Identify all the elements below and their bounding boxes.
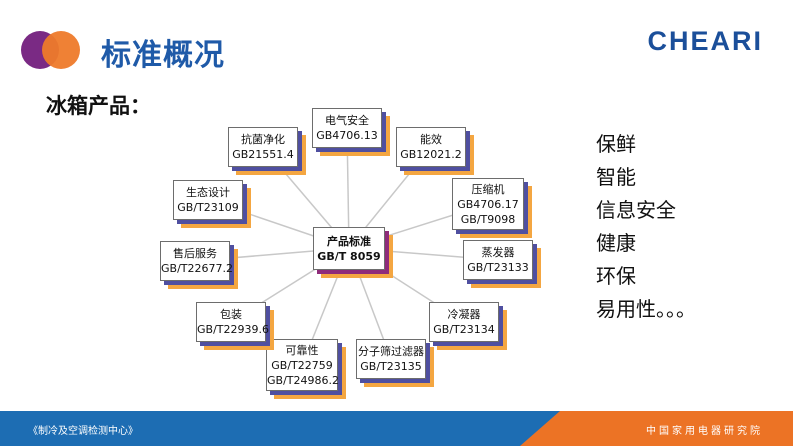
- standard-node-code: GB/T23133: [467, 261, 529, 274]
- center-node: 产品标准 GB/T 8059: [313, 227, 385, 270]
- logo-circle-orange: [42, 31, 80, 69]
- standard-node: 电气安全 GB4706.13: [312, 108, 382, 148]
- standard-node-code: GB/T23135: [360, 360, 422, 373]
- standard-node: 冷凝器 GB/T23134: [429, 302, 499, 342]
- standard-node-label: 包装: [220, 308, 242, 321]
- standard-node-label: 蒸发器: [481, 246, 515, 259]
- standard-node-label: 分子筛过滤器: [358, 345, 424, 358]
- standard-node: 能效 GB12021.2: [396, 127, 466, 167]
- standard-node-code: GB/T9098: [460, 212, 516, 226]
- standard-node-label: 生态设计: [186, 186, 230, 199]
- footer-left-band: [0, 411, 560, 446]
- property-item: 保鲜: [596, 132, 636, 156]
- footer-left-text: 《制冷及空调检测中心》: [28, 426, 138, 437]
- standard-node-code: GB21551.4: [232, 148, 294, 161]
- standard-node-label: 可靠性: [285, 343, 319, 357]
- standard-node: 抗菌净化 GB21551.4: [228, 127, 298, 167]
- page-title: 标准概况: [101, 38, 225, 73]
- section-subtitle: 冰箱产品：: [46, 94, 151, 118]
- standard-node-label: 电气安全: [325, 114, 369, 127]
- center-node-label: 产品标准: [327, 234, 371, 248]
- standard-node-code: GB4706.13: [316, 129, 378, 142]
- property-item: 环保: [596, 264, 636, 288]
- standard-node: 包装 GB/T22939.6: [196, 302, 269, 342]
- footer-bar: 《制冷及空调检测中心》 中国家用电器研究院: [0, 411, 793, 446]
- property-list: 保鲜 智能 信息安全 健康 环保 易用性。。。: [596, 128, 696, 326]
- brand-logo: CHEARI: [647, 26, 763, 56]
- footer-right-band: [520, 411, 793, 446]
- property-item: 信息安全: [596, 198, 676, 222]
- property-item: 健康: [596, 231, 636, 255]
- standard-node: 分子筛过滤器 GB/T23135: [356, 339, 426, 379]
- center-node-code: GB/T 8059: [317, 249, 381, 263]
- standard-node: 蒸发器 GB/T23133: [463, 240, 533, 280]
- standard-node-code: GB/T24986.2: [267, 373, 339, 387]
- standard-node-code: GB4706.17: [457, 197, 519, 211]
- standard-node-code: GB12021.2: [400, 148, 462, 161]
- property-item: 智能: [596, 165, 636, 189]
- standard-node-label: 压缩机: [471, 182, 505, 196]
- standard-node: 售后服务 GB/T22677.2: [160, 241, 233, 281]
- standard-node-code: GB/T22939.6: [197, 323, 269, 336]
- standard-node-code: GB/T23109: [177, 201, 239, 214]
- standard-node-label: 冷凝器: [447, 308, 481, 321]
- standard-node-code: GB/T22759: [271, 358, 333, 372]
- footer-right-text: 中国家用电器研究院: [646, 426, 763, 437]
- standard-node-label: 能效: [420, 133, 442, 146]
- standard-node-code: GB/T22677.2: [161, 262, 233, 275]
- property-item: 易用性。。。: [596, 297, 696, 321]
- standard-node-code: GB/T23134: [433, 323, 495, 336]
- standard-node-label: 抗菌净化: [241, 133, 285, 146]
- standard-node: 生态设计 GB/T23109: [173, 180, 243, 220]
- logo-circles: [21, 31, 80, 69]
- standard-node-label: 售后服务: [173, 247, 217, 260]
